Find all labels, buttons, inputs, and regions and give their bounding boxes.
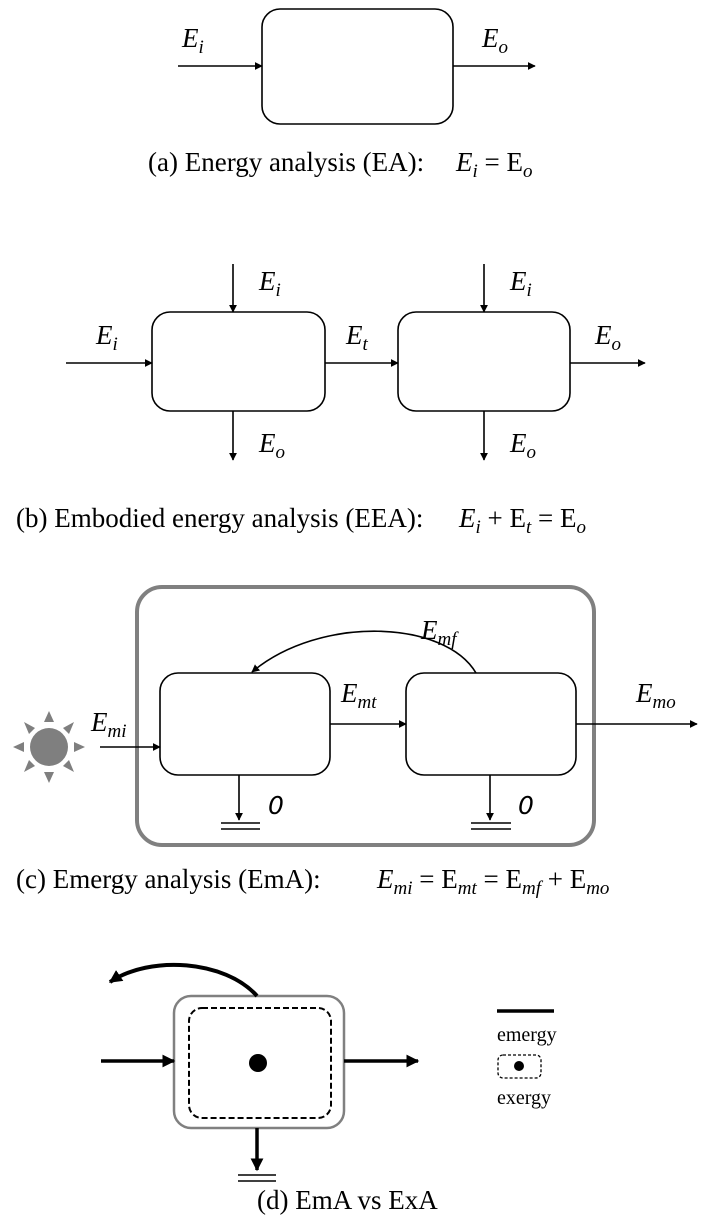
feedback-arrow <box>108 962 259 998</box>
output-label: Emo <box>635 678 676 713</box>
caption-a-equation: Ei = Eo <box>455 147 533 182</box>
process-box <box>261 8 454 125</box>
top-label-1: Ei <box>258 266 281 301</box>
sun-icon <box>13 711 85 783</box>
bottom-label-1: Eo <box>258 428 285 463</box>
ground-label-2: 0 <box>518 791 534 820</box>
panel-d: emergy exergy (d) EmA vs ExA <box>101 962 557 1215</box>
caption-b-equation: Ei + Et = Eo <box>458 503 586 538</box>
bottom-label-2: Eo <box>509 428 536 463</box>
process-box-1 <box>159 672 331 776</box>
feedback-arrow <box>251 630 477 674</box>
input-label: Ei <box>181 23 204 58</box>
ground-label-1: 0 <box>268 791 284 820</box>
ground-icon <box>238 1128 276 1182</box>
input-label: Emi <box>90 707 127 742</box>
feedback-label: Emf <box>420 615 459 650</box>
caption-d-text: (d) EmA vs ExA <box>257 1185 438 1215</box>
caption-a-text: (a) Energy analysis (EA): <box>148 147 424 177</box>
transfer-label: Et <box>345 320 369 355</box>
legend-exergy-dot <box>514 1061 524 1071</box>
transfer-label: Emt <box>340 678 377 713</box>
ground-icon-1 <box>221 775 260 830</box>
legend-exergy-label: exergy <box>497 1087 551 1109</box>
panel-b: Ei Ei Eo Et Ei Eo Eo (b) Embodied energy… <box>16 264 646 538</box>
process-box-2 <box>405 672 577 776</box>
legend-emergy-label: emergy <box>497 1024 557 1046</box>
panel-c: 0 0 Emi Emt Emf Emo (c) Emergy analysis … <box>13 585 698 899</box>
output-label: Eo <box>594 320 621 355</box>
system-boundary <box>135 585 596 847</box>
caption-c-equation: Emi = Emt = Emf + Emo <box>376 864 609 899</box>
process-box-1 <box>151 311 326 412</box>
caption-b-text: (b) Embodied energy analysis (EEA): <box>16 503 423 533</box>
legend-exergy-swatch <box>497 1054 542 1079</box>
output-label: Eo <box>481 23 508 58</box>
exergy-dot <box>249 1054 267 1072</box>
process-box-2 <box>397 311 571 412</box>
top-label-2: Ei <box>509 266 532 301</box>
ground-icon-2 <box>471 775 511 830</box>
caption-c-text: (c) Emergy analysis (EmA): <box>16 864 321 894</box>
exergy-boundary <box>188 1007 332 1119</box>
panel-a: Ei Eo (a) Energy analysis (EA): Ei = Eo <box>148 8 536 182</box>
input-label: Ei <box>95 320 118 355</box>
